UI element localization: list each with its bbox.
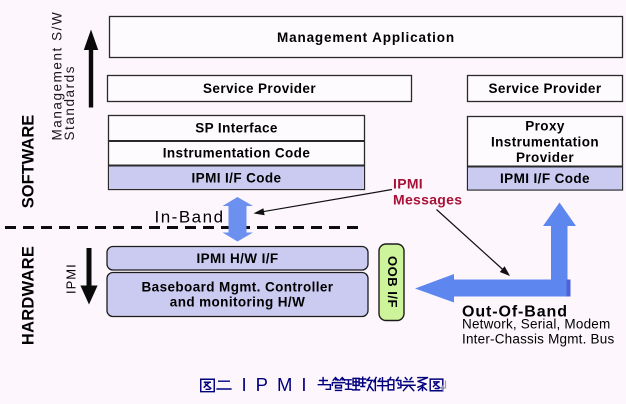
- svg-text:IPMI: IPMI: [64, 263, 79, 294]
- svg-text:and monitoring H/W: and monitoring H/W: [170, 295, 305, 310]
- svg-text:IPMI I/F Code: IPMI I/F Code: [192, 171, 282, 186]
- svg-text:Service Provider: Service Provider: [203, 81, 316, 96]
- svg-text:IPMI: IPMI: [393, 175, 423, 191]
- svg-text:Messages: Messages: [393, 191, 462, 207]
- svg-text:Provider: Provider: [516, 150, 574, 165]
- svg-text:Management S/W: Management S/W: [50, 11, 65, 141]
- svg-text:Baseboard Mgmt. Controller: Baseboard Mgmt. Controller: [142, 280, 334, 295]
- svg-text:Out-Of-Band: Out-Of-Band: [462, 304, 568, 321]
- svg-text:Network, Serial, Modem: Network, Serial, Modem: [462, 317, 610, 332]
- svg-text:IPMI I/F Code: IPMI I/F Code: [500, 171, 590, 186]
- svg-text:OOB I/F: OOB I/F: [385, 256, 400, 308]
- svg-text:SOFTWARE: SOFTWARE: [20, 115, 38, 209]
- svg-text:Management Application: Management Application: [277, 30, 455, 45]
- svg-text:Standards: Standards: [62, 65, 77, 141]
- svg-text:In-Band: In-Band: [155, 207, 225, 226]
- svg-text:Service Provider: Service Provider: [489, 81, 602, 96]
- svg-text:Proxy: Proxy: [525, 119, 565, 134]
- svg-text:IPMI H/W I/F: IPMI H/W I/F: [196, 251, 278, 266]
- svg-text:Instrumentation Code: Instrumentation Code: [163, 146, 311, 161]
- svg-text:Instrumentation: Instrumentation: [491, 135, 599, 150]
- svg-text:SP Interface: SP Interface: [195, 121, 278, 136]
- svg-text:IPMI: IPMI: [242, 374, 316, 395]
- svg-text:Inter-Chassis Mgmt. Bus: Inter-Chassis Mgmt. Bus: [462, 332, 614, 347]
- svg-text:HARDWARE: HARDWARE: [20, 246, 38, 345]
